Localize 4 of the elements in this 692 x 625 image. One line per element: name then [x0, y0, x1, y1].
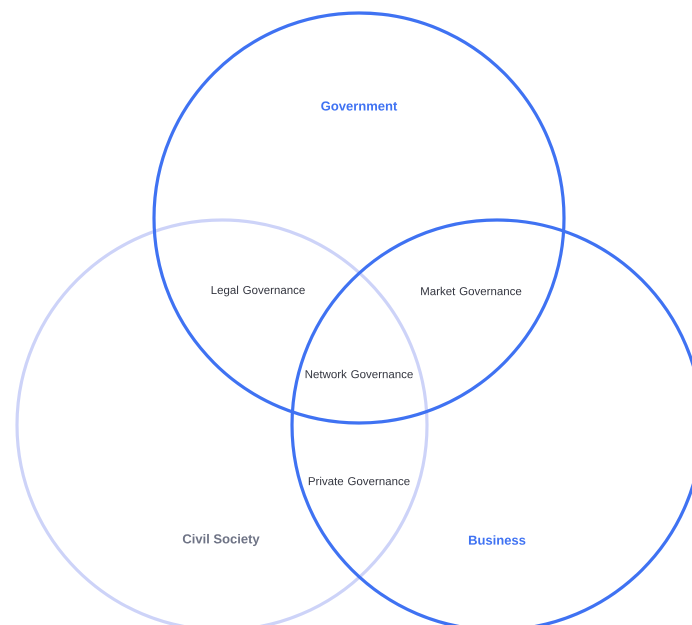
region-label: Market Governance: [421, 286, 522, 296]
region-label: Network Governance: [306, 370, 413, 378]
region-label: Legal Governance: [212, 286, 305, 296]
region-label: Private Governance: [308, 476, 410, 486]
